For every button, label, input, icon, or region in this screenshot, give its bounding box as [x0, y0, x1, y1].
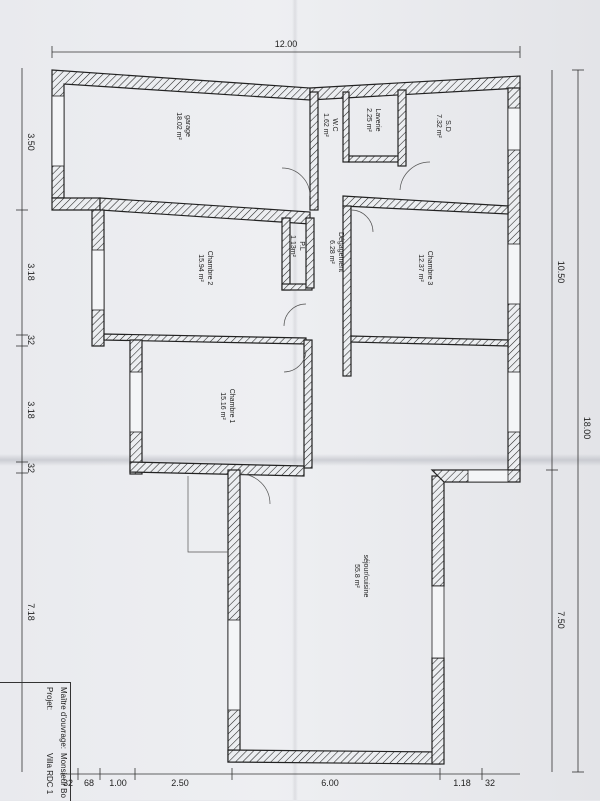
room-chambre3: Chambre 3 12.37 m² — [417, 251, 433, 286]
dim-left-4: 3.18 — [26, 401, 36, 419]
svg-text:18.00: 18.00 — [582, 417, 592, 440]
room-name: W.C — [331, 118, 338, 131]
title-projet-value: Villa RDC 1 — [45, 753, 54, 795]
title-projet-label: Projet: — [45, 687, 54, 711]
room-name: Dégagement — [337, 232, 344, 272]
room-name: garage — [184, 115, 191, 137]
room-area: 55.8 m² — [353, 564, 360, 588]
dim-bottom-2: 68 — [84, 778, 94, 788]
dim-top: 12.00 — [275, 39, 298, 49]
dim-bottom-5: 6.00 — [321, 778, 339, 788]
room-area: 2.25 m² — [365, 108, 372, 132]
svg-text:32: 32 — [26, 463, 36, 473]
room-area: 7.32 m² — [435, 114, 442, 138]
dim-left-3: 32 — [26, 335, 36, 345]
dim-bottom-1: 32 — [63, 778, 73, 788]
doors — [187, 161, 431, 553]
dim-bottom-3: 1.00 — [109, 778, 127, 788]
svg-text:32: 32 — [26, 335, 36, 345]
room-area: 15.16 m² — [219, 392, 226, 420]
paper-fold-vertical — [292, 0, 298, 800]
room-area: 1.62 m² — [322, 113, 329, 137]
svg-text:10.50: 10.50 — [556, 261, 566, 284]
room-name: Chambre 2 — [206, 251, 213, 286]
dim-left-2: 3.18 — [26, 263, 36, 281]
svg-text:3.18: 3.18 — [26, 263, 36, 281]
title-block: Projet: Maître d'ouvrage: Villa RDC 1 Mo… — [0, 682, 71, 801]
dim-right-inner-top: 10.50 — [556, 261, 566, 284]
dim-left-1: 3.50 — [26, 133, 36, 151]
room-name: P.L — [298, 241, 305, 251]
room-area: 1.13m² — [289, 235, 296, 257]
room-name: Chambre 1 — [228, 389, 235, 424]
room-laverie: Laverie 2.25 m² — [365, 108, 381, 132]
svg-text:3.50: 3.50 — [26, 133, 36, 151]
room-name: Laverie — [374, 109, 381, 132]
walls — [51, 69, 521, 765]
room-name: S.D — [444, 120, 451, 132]
dim-bottom-4: 2.50 — [171, 778, 189, 788]
room-degagement: Dégagement 6.28 m² — [328, 232, 344, 272]
dim-bottom-6: 1.18 — [453, 778, 471, 788]
dim-bottom-7: 32 — [485, 778, 495, 788]
svg-text:7.50: 7.50 — [556, 611, 566, 629]
room-wc: W.C 1.62 m² — [322, 113, 338, 137]
room-area: 15.94 m² — [197, 254, 204, 282]
room-name: Chambre 3 — [426, 251, 433, 286]
room-chambre2: Chambre 2 15.94 m² — [197, 251, 213, 286]
room-pl: P.L 1.13m² — [289, 235, 305, 257]
dim-left-6: 7.18 — [26, 603, 36, 621]
windows — [51, 95, 521, 711]
dimension-lines — [16, 46, 584, 780]
room-garage: garage 18.02 m² — [175, 112, 191, 140]
svg-text:3.18: 3.18 — [26, 401, 36, 419]
room-area: 6.28 m² — [328, 240, 335, 264]
room-name: séjour/cuisine — [362, 555, 369, 598]
room-area: 18.02 m² — [175, 112, 182, 140]
room-chambre1: Chambre 1 15.16 m² — [219, 389, 235, 424]
title-maitre-label: Maître d'ouvrage: — [59, 687, 68, 750]
dim-right-inner-bottom: 7.50 — [556, 611, 566, 629]
room-sejour: séjour/cuisine 55.8 m² — [353, 555, 369, 598]
room-area: 12.37 m² — [417, 254, 424, 282]
title-maitre-value: Monsieur Bo — [59, 753, 68, 798]
room-sd: S.D 7.32 m² — [435, 114, 451, 138]
svg-text:7.18: 7.18 — [26, 603, 36, 621]
dim-right-outer: 18.00 — [582, 417, 592, 440]
dim-left-5: 32 — [26, 463, 36, 473]
